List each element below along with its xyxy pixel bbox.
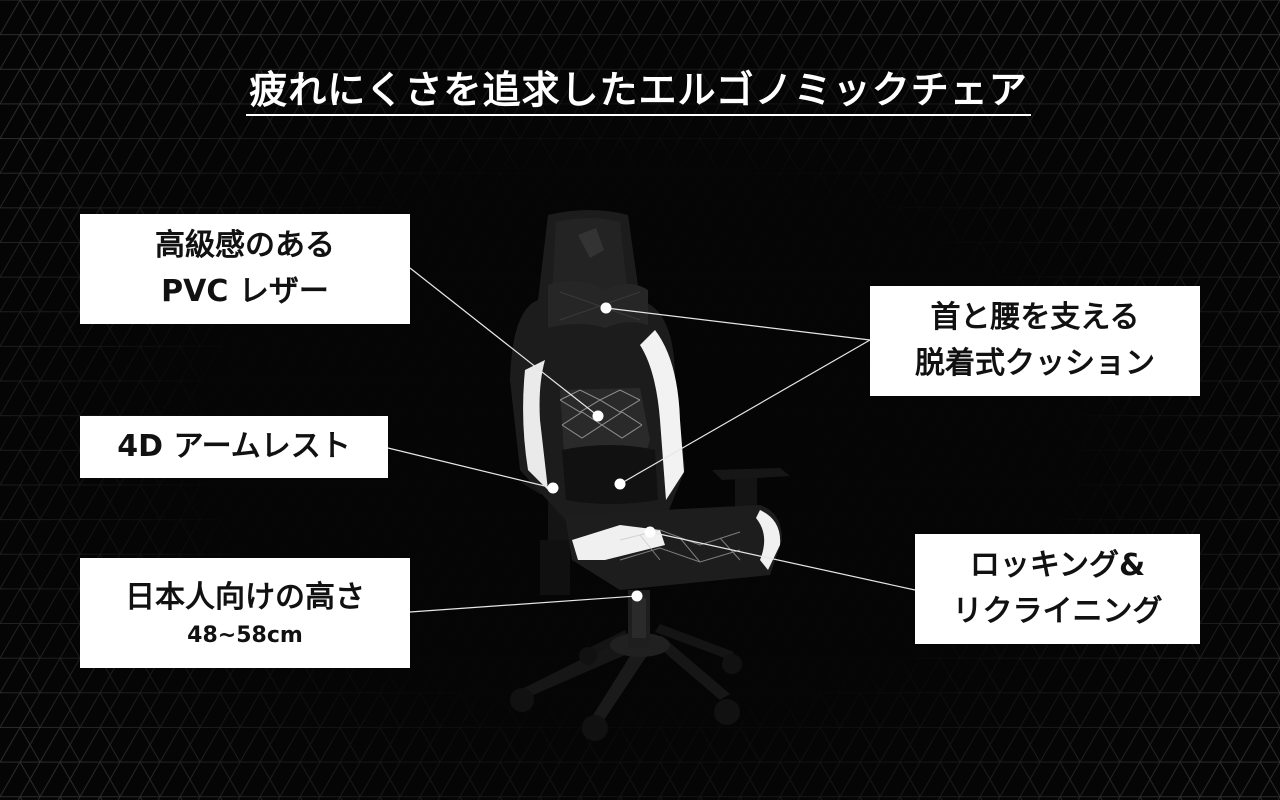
callout-rocking-line2: リクライニング bbox=[952, 594, 1163, 629]
callout-pvc-leather-line2: PVC レザー bbox=[161, 274, 329, 309]
callout-cushion-line2: 脱着式クッション bbox=[915, 346, 1155, 381]
chair-seat bbox=[565, 505, 782, 590]
callout-rocking-reclining: ロッキング& リクライニング bbox=[915, 534, 1200, 644]
callout-height-range: 48~58cm bbox=[187, 623, 303, 648]
callout-rocking-line1: ロッキング& bbox=[969, 548, 1146, 583]
page-title: 疲れにくさを追求したエルゴノミックチェア bbox=[246, 66, 1031, 116]
callout-japanese-height: 日本人向けの高さ 48~58cm bbox=[80, 558, 410, 668]
callout-armrest-line1: 4D アームレスト bbox=[117, 429, 351, 464]
neck-pillow bbox=[548, 281, 648, 328]
callout-height-line1: 日本人向けの高さ bbox=[125, 580, 365, 615]
callout-pvc-leather-line1: 高級感のある bbox=[155, 228, 335, 263]
callout-detachable-cushion: 首と腰を支える 脱着式クッション bbox=[870, 286, 1200, 396]
callout-4d-armrest: 4D アームレスト bbox=[80, 416, 388, 478]
chair-base bbox=[510, 590, 742, 741]
callout-cushion-line1: 首と腰を支える bbox=[930, 300, 1140, 335]
lumbar-cushion bbox=[562, 445, 658, 504]
callout-pvc-leather: 高級感のある PVC レザー bbox=[80, 214, 410, 324]
